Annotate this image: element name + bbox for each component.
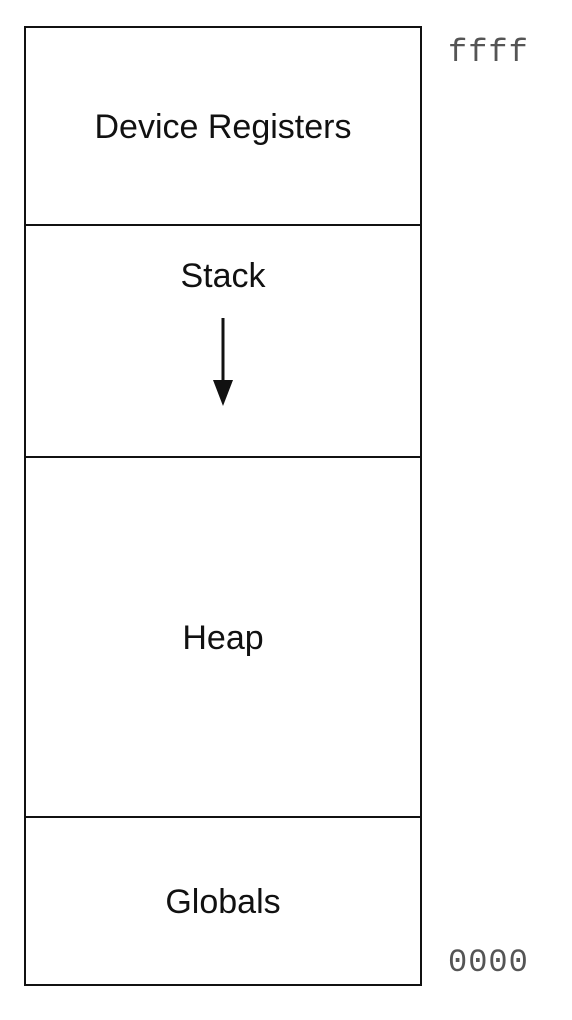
region-label-heap: Heap <box>182 619 264 657</box>
region-device-registers: Device Registers <box>26 28 420 226</box>
region-label-stack: Stack <box>180 257 266 295</box>
address-top-label: ffff <box>448 34 529 71</box>
region-divider <box>26 224 420 226</box>
region-divider <box>26 456 420 458</box>
arrow-down-icon <box>213 318 233 406</box>
region-globals: Globals <box>26 818 420 986</box>
region-label-device-registers: Device Registers <box>94 108 352 146</box>
region-stack: Stack <box>26 226 420 458</box>
region-label-globals: Globals <box>165 883 281 921</box>
region-divider <box>26 816 420 818</box>
memory-map-column: Device Registers Stack Heap Globals <box>24 26 422 986</box>
region-heap: Heap <box>26 458 420 818</box>
address-bottom-label: 0000 <box>448 944 529 981</box>
